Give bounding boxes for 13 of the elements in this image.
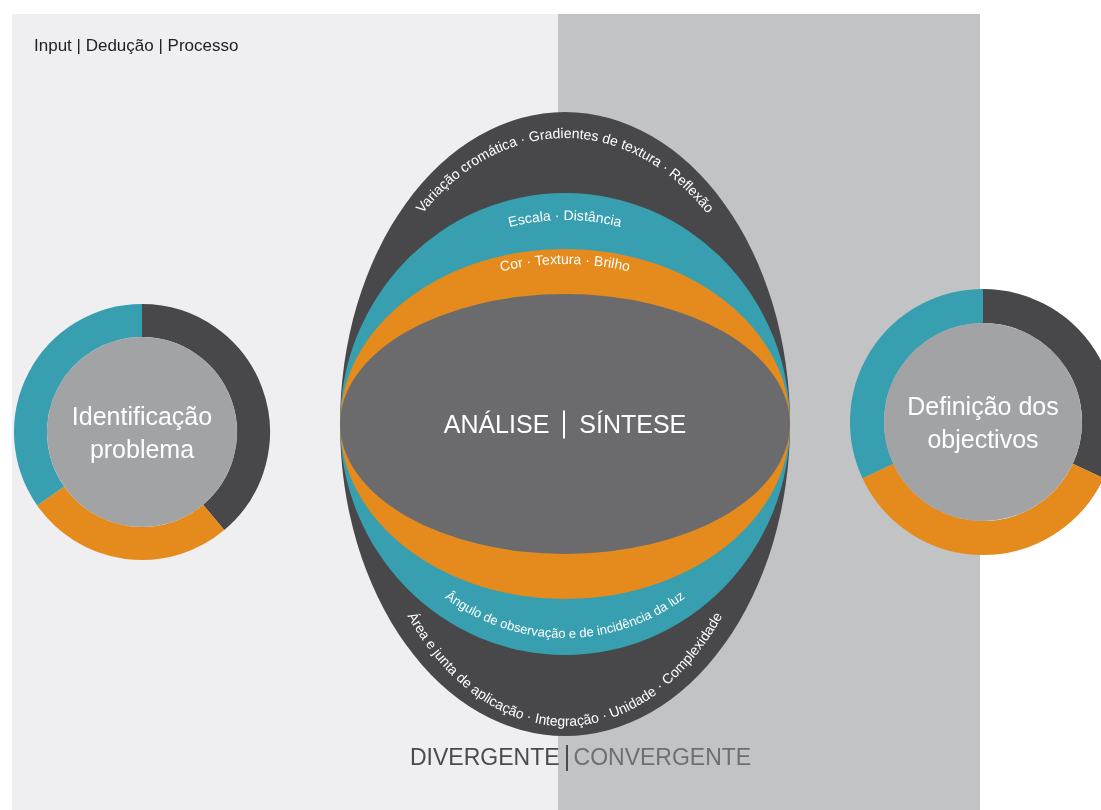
band-ellipse xyxy=(340,112,790,736)
ring-diagram xyxy=(14,304,270,560)
heading-text: ANÁLISE xyxy=(443,409,550,439)
node-label: Identificação problema xyxy=(70,400,214,465)
core-ellipse xyxy=(340,294,790,554)
heading-text: SÍNTESE xyxy=(579,409,687,439)
band-text: Escala · Distância xyxy=(506,206,624,230)
section-label: Input | Dedução | Processo xyxy=(34,36,239,56)
band-text: Cor · Textura · Brilho xyxy=(498,251,632,275)
ring-diagram xyxy=(850,289,1101,555)
node-label: Definição dos objectivos xyxy=(906,390,1060,455)
axis-label: DIVERGENTE xyxy=(410,744,560,771)
axis-label: CONVERGENTE xyxy=(573,744,752,771)
